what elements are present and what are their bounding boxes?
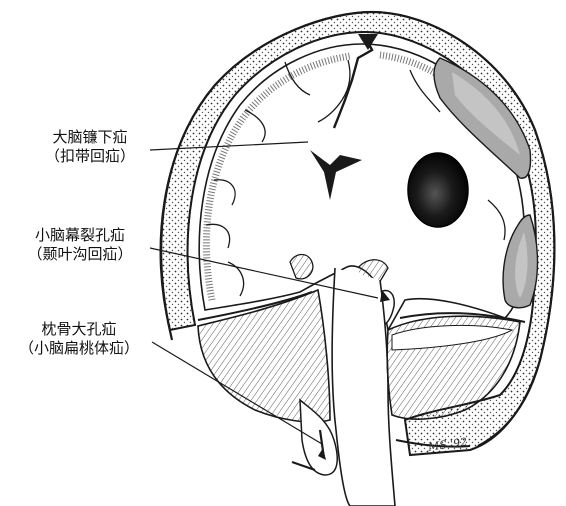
label-subfalcine-title: 大脑镰下疝 (28, 128, 152, 147)
label-tonsillar-title: 枕骨大孔疝 (4, 320, 154, 339)
label-subfalcine-herniation: 大脑镰下疝 （扣带回疝） (28, 128, 152, 166)
label-subfalcine-alt: （扣带回疝） (28, 147, 152, 166)
label-tonsillar-alt: （小脑扁桃体疝） (4, 339, 154, 358)
label-transtentorial-title: 小脑幕裂孔疝 (10, 226, 150, 245)
label-transtentorial-herniation: 小脑幕裂孔疝 （颞叶沟回疝） (10, 226, 150, 264)
label-transtentorial-alt: （颞叶沟回疝） (10, 245, 150, 264)
lateral-ventricle-right (408, 153, 468, 227)
cerebellum-left (198, 290, 330, 422)
label-tonsillar-herniation: 枕骨大孔疝 （小脑扁桃体疝） (4, 320, 154, 358)
